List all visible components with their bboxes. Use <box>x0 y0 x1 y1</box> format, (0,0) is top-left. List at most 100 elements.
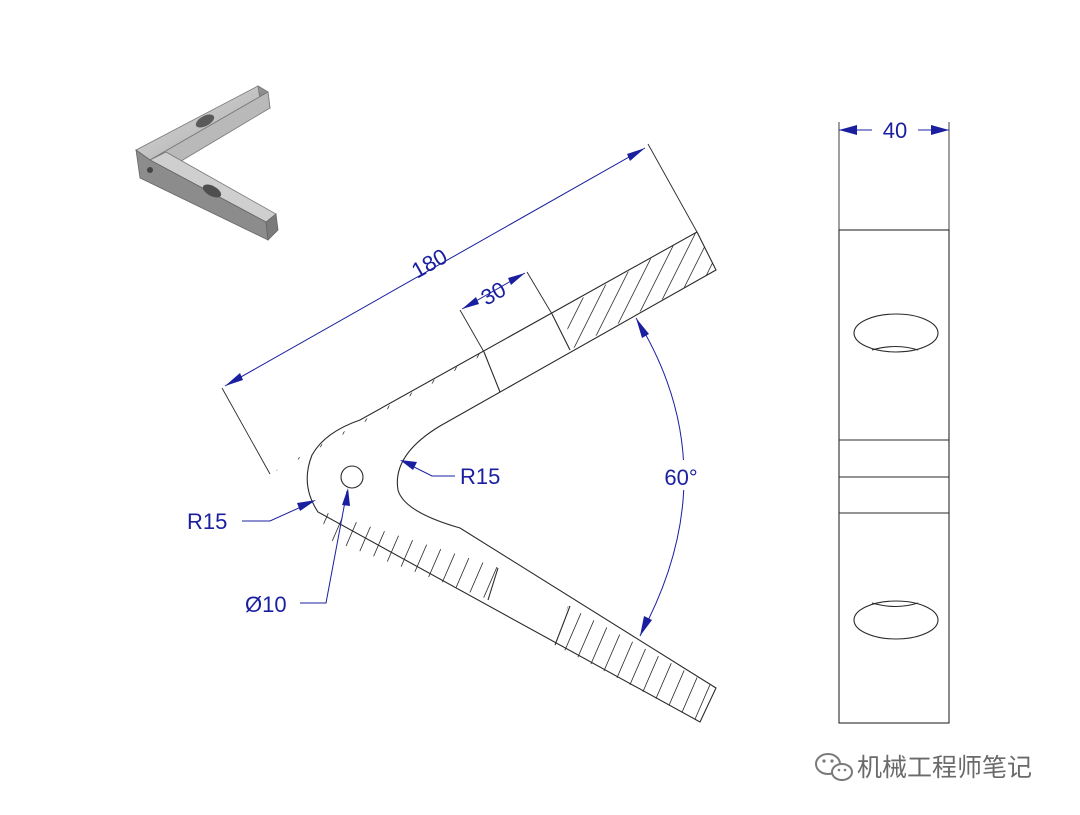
hatch-line <box>270 345 429 474</box>
hatch-line <box>555 606 649 722</box>
hatch-line <box>0 200 160 800</box>
side-view-hole-upper-inner <box>871 345 919 351</box>
dim-30-ext-left <box>459 309 485 353</box>
hatch-line <box>0 200 252 800</box>
hatch-line <box>318 510 497 600</box>
hatch-line <box>0 200 220 800</box>
hatch-line <box>156 200 456 800</box>
hatch-line <box>0 200 60 800</box>
hatch-line <box>699 232 716 350</box>
side-view-hole-upper <box>853 313 939 353</box>
hatch-line <box>0 200 32 800</box>
iso-lower-arm-end <box>265 213 279 241</box>
hatch-line <box>270 345 317 474</box>
hatch-line <box>691 606 716 722</box>
hatch-line <box>555 606 716 722</box>
part-outline <box>306 231 717 723</box>
hatch-line <box>0 200 192 800</box>
hatch-line <box>196 200 456 800</box>
iso-lower-arm-front <box>135 149 269 241</box>
hatch-line <box>44 200 304 800</box>
hatch-line <box>108 200 408 800</box>
hatch-line <box>0 200 208 800</box>
outer-radius-arrow <box>297 500 316 511</box>
hatch-line <box>0 200 124 800</box>
hatch-line <box>270 345 500 474</box>
hatch-line <box>707 606 716 722</box>
hatch-line <box>0 200 236 800</box>
hatch-line <box>188 200 488 800</box>
hatch-line <box>318 510 321 600</box>
hatch-line <box>172 200 472 800</box>
hatch-line <box>565 232 716 350</box>
hatch-line <box>0 200 92 800</box>
dim-180-arrow-left <box>225 373 243 386</box>
dim-180-line <box>224 147 646 387</box>
hatch-line <box>0 200 240 800</box>
wechat-icon <box>815 753 853 781</box>
hatch-line <box>0 200 140 800</box>
hatch-line <box>270 345 500 474</box>
hatch-line <box>0 200 248 800</box>
hatch-line <box>148 200 408 800</box>
hatch-line <box>555 606 716 722</box>
hatch-line <box>318 510 449 600</box>
hatch-line <box>667 232 716 350</box>
hatch-line <box>84 200 344 800</box>
dim-30-ext-right <box>526 271 553 315</box>
hatch-line <box>643 606 716 722</box>
dim-angle-arrow-top <box>636 318 649 338</box>
hatch-line <box>540 200 800 800</box>
dim-angle-label: 60° <box>664 465 697 490</box>
hatch-line <box>318 510 433 600</box>
hatch-line <box>619 232 716 350</box>
hatch-line <box>12 200 272 800</box>
dim-angle-arrow-bottom <box>640 616 652 636</box>
iso-hole-lower <box>202 184 222 198</box>
hatch-line <box>220 200 520 800</box>
hatch-line <box>0 200 156 800</box>
hatch-line <box>683 232 716 350</box>
hatch-line <box>0 200 176 800</box>
inner-radius-arrow <box>400 460 417 470</box>
hatch-line <box>555 606 601 722</box>
hatch-line <box>555 606 585 722</box>
hatch-line <box>270 345 413 474</box>
hatch-line <box>659 606 716 722</box>
hatch-line <box>571 232 716 350</box>
hatch-line <box>555 606 697 722</box>
hatch-line <box>318 510 500 600</box>
dim-180-arrow-right <box>627 148 645 161</box>
hatch-line <box>565 232 585 350</box>
hatch-line <box>228 200 488 800</box>
hatch-line <box>36 200 296 800</box>
hatch-line <box>565 232 569 350</box>
hatch-line <box>0 200 268 800</box>
dim-40-arrow-right <box>931 125 949 135</box>
hatch-line <box>0 200 16 800</box>
hatch-line <box>475 510 500 600</box>
hatch-line <box>270 345 301 474</box>
hatch-line <box>132 200 392 800</box>
hatch-line <box>0 200 216 800</box>
lower-break-line-right <box>554 605 571 646</box>
hatch-line <box>0 200 76 800</box>
watermark-text: 机械工程师笔记 <box>857 753 1032 782</box>
hatch-line <box>491 510 500 600</box>
dim-40-arrow-left <box>839 125 857 135</box>
hole-diameter-label: Ø10 <box>245 592 287 617</box>
upper-slot-line-left <box>483 351 501 393</box>
outer-radius-label: R15 <box>187 509 227 534</box>
dim-30-label: 30 <box>476 277 510 311</box>
hatch-line <box>212 200 472 800</box>
hatch-line <box>379 510 500 600</box>
hatch-line <box>0 200 80 800</box>
hatch-line <box>270 345 397 474</box>
hatch-line <box>270 345 349 474</box>
hatch-line <box>0 200 188 800</box>
hatch-line <box>565 232 681 350</box>
hatch-line <box>565 232 713 350</box>
hatch-line <box>68 200 328 800</box>
dim-180-ext-left <box>221 387 271 475</box>
